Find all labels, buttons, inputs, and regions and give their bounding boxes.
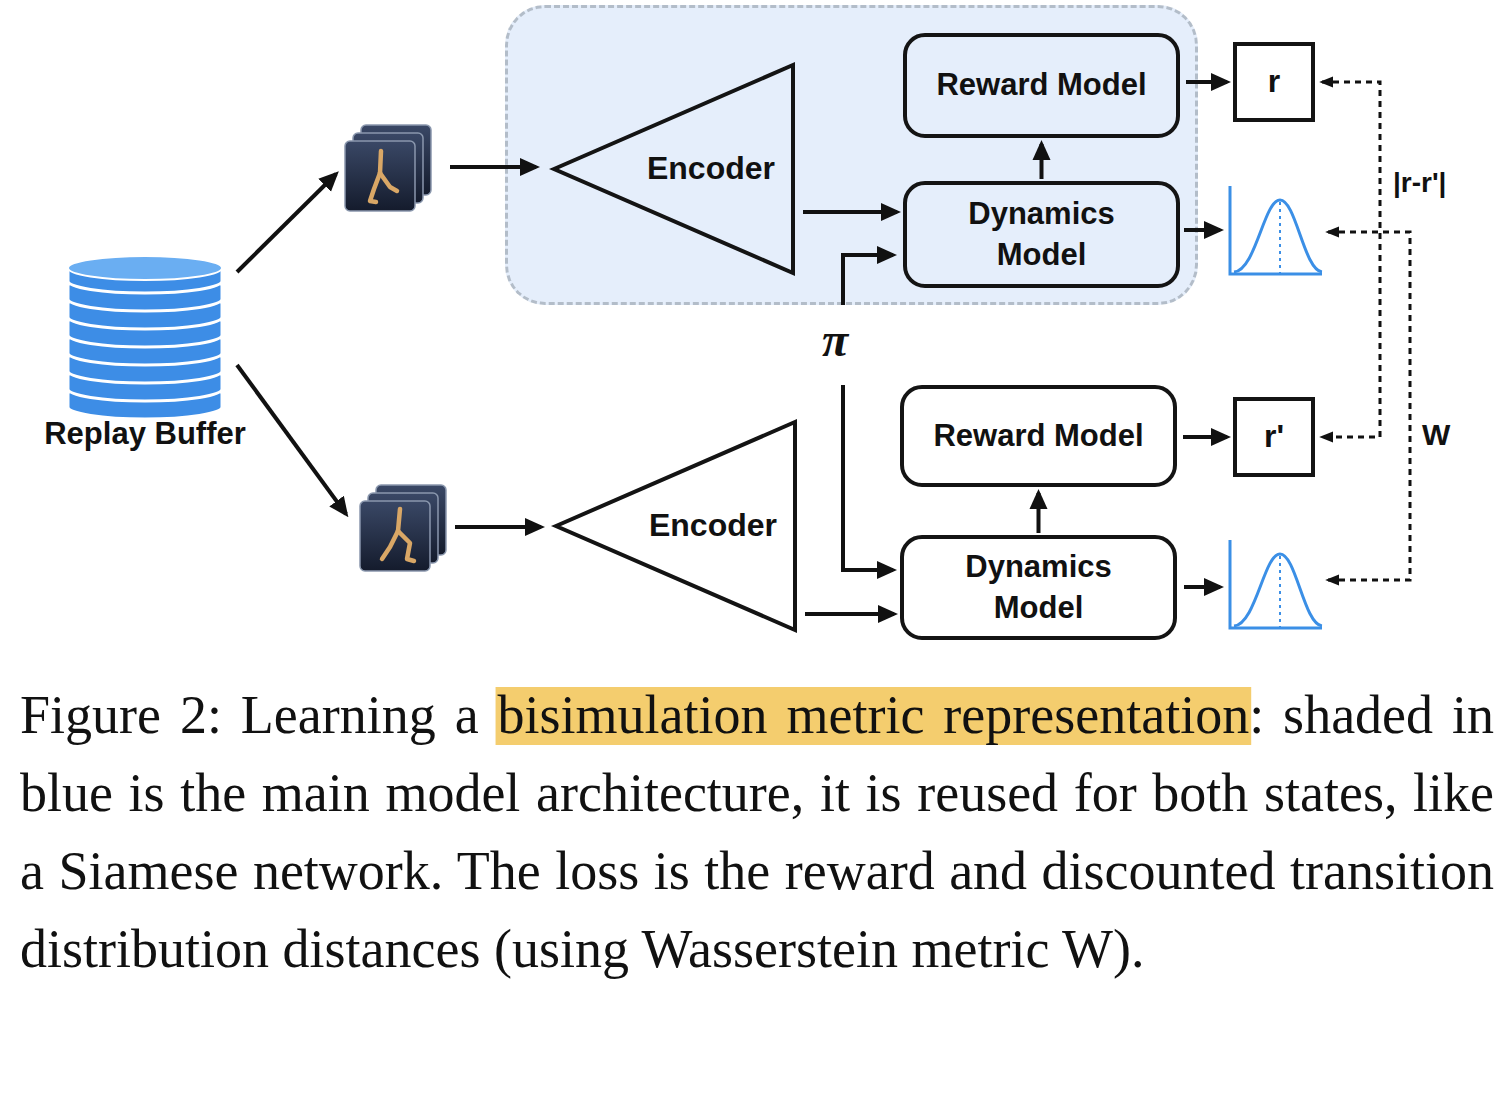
mean-line	[1279, 556, 1281, 628]
walker-figure	[382, 509, 414, 561]
connector	[1322, 82, 1380, 437]
observation-stack	[360, 485, 446, 571]
frame	[345, 141, 415, 211]
bell-curve	[1234, 200, 1322, 272]
policy-symbol: π	[822, 316, 848, 364]
axis	[1230, 540, 1322, 628]
database-top	[68, 256, 222, 280]
arrow	[1184, 585, 1220, 589]
arrow	[237, 365, 346, 514]
figure-caption: Figure 2: Learning a bisimulation metric…	[20, 676, 1494, 988]
mean-line	[1279, 202, 1281, 274]
frame	[360, 501, 430, 571]
triangle-shape	[556, 422, 795, 630]
node-label: Dynamics Model	[952, 194, 1132, 275]
node-label: Dynamics Model	[949, 547, 1129, 628]
connector	[1040, 144, 1044, 179]
policy-arrow	[843, 385, 893, 570]
arrow	[450, 165, 536, 169]
encoder-triangle: Encoder	[553, 420, 797, 632]
node-label: Reward Model	[933, 416, 1143, 456]
reward-model-box: Reward Model	[900, 385, 1177, 487]
triangle-shape	[554, 65, 793, 273]
node-label: Encoder	[647, 148, 775, 190]
node-label: r	[1268, 61, 1280, 103]
policy-arrow	[843, 255, 893, 305]
node-label: r'	[1264, 416, 1284, 458]
reward-model-box: Reward Model	[903, 33, 1180, 138]
metric-label: W	[1422, 420, 1450, 450]
arrow	[1184, 228, 1220, 232]
edge-label: |r-r'|	[1393, 166, 1446, 200]
reward-output-box: r'	[1233, 397, 1315, 477]
connector	[803, 210, 897, 214]
connector	[1183, 435, 1227, 439]
database-disc	[68, 256, 222, 293]
arrow	[237, 174, 336, 272]
reward-output-box: r	[1233, 42, 1315, 122]
wasserstein-connector	[1328, 232, 1410, 580]
dynamics-model-box: Dynamics Model	[903, 181, 1180, 288]
observation-stack	[345, 125, 431, 211]
shaded-region: Encoder Reward ModelDynamics Model	[505, 5, 1198, 305]
axis	[1230, 186, 1322, 274]
dynamics-model-box: Dynamics Model	[900, 535, 1177, 640]
node-label: Replay Buffer	[25, 414, 265, 454]
encoder-triangle: Encoder	[551, 63, 795, 275]
node-label: Reward Model	[936, 65, 1146, 105]
connector	[1037, 493, 1041, 533]
bell-curve	[1234, 554, 1322, 626]
walker-figure	[370, 151, 397, 202]
distribution-icon	[1230, 186, 1322, 274]
node-label: Encoder	[649, 505, 777, 547]
distribution-icon	[1230, 540, 1322, 628]
arrow	[455, 525, 541, 529]
database-node: Replay Buffer	[25, 250, 265, 468]
database-icon	[25, 250, 265, 426]
connector	[805, 612, 894, 616]
connector	[1186, 80, 1227, 84]
